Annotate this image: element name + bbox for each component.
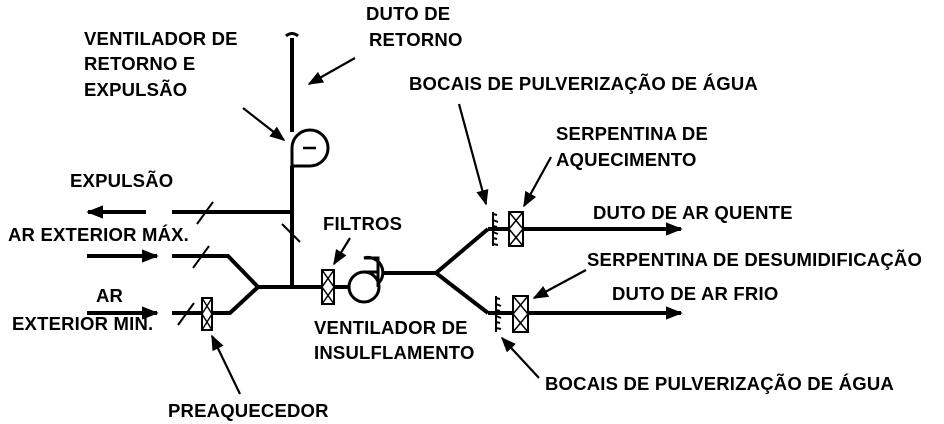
cold-deck-branch	[434, 271, 490, 315]
label-ventilador-retorno-3: EXPULSÃO	[84, 79, 187, 100]
damper-return	[281, 223, 301, 243]
heating-coil-icon	[508, 211, 524, 247]
label-bocais-bottom: BOCAIS DE PULVERIZAÇÃO DE ÁGUA	[545, 373, 894, 394]
label-ventilador-retorno-1: VENTILADOR DE	[84, 28, 238, 49]
label-ventilador-insuflamento-1: VENTILADOR DE	[314, 317, 468, 338]
leader-serpentina-desumid	[532, 269, 587, 299]
return-duct-top-cap	[285, 32, 299, 38]
label-preaquecedor: PREAQUECEDOR	[168, 400, 329, 421]
damper-outside-max	[192, 245, 210, 269]
label-duto-retorno-1: DUTO DE	[366, 3, 450, 24]
dampers	[177, 201, 301, 326]
label-ar-min-2: EXTERIOR MIN.	[12, 313, 153, 334]
leader-ventilador-retorno	[242, 107, 286, 141]
leader-bocais-bottom	[500, 336, 540, 379]
cooling-coil-icon	[512, 295, 529, 333]
leader-bocais-top	[457, 103, 489, 206]
label-ventilador-insuflamento-2: INSULFLAMENTO	[314, 342, 475, 363]
outside-air-min-duct	[172, 285, 260, 315]
hot-deck-branch	[434, 227, 490, 275]
damper-exhaust	[196, 201, 214, 225]
label-filtros: FILTROS	[323, 213, 402, 234]
return-fan-icon	[290, 128, 330, 168]
leader-preaquecedor	[211, 334, 241, 395]
label-expulsao: EXPULSÃO	[70, 170, 173, 191]
leader-duto-retorno	[307, 57, 356, 85]
label-duto-retorno-2: RETORNO	[369, 29, 463, 50]
duct-lines	[86, 32, 683, 320]
label-bocais-top: BOCAIS DE PULVERIZAÇÃO DE ÁGUA	[409, 73, 758, 94]
leader-serpentina-aquecimento	[523, 156, 552, 208]
spray-nozzle-cold-icon	[495, 296, 502, 332]
label-serpentina-aquecimento-2: AQUECIMENTO	[556, 149, 697, 170]
label-ar-exterior-max: AR EXTERIOR MÁX.	[8, 224, 189, 245]
filter-icon	[321, 269, 335, 305]
spray-nozzle-hot-icon	[492, 212, 499, 246]
label-duto-ar-quente: DUTO DE AR QUENTE	[593, 202, 793, 223]
damper-outside-min	[177, 302, 195, 326]
label-serpentina-desumidificacao: SERPENTINA DE DESUMIDIFICAÇÃO	[587, 249, 922, 270]
preheater-coil-icon	[201, 297, 213, 331]
labels: DUTO DE RETORNO VENTILADOR DE RETORNO E …	[8, 3, 922, 421]
supply-fan-icon	[347, 256, 385, 304]
label-duto-ar-frio: DUTO DE AR FRIO	[612, 283, 778, 304]
label-serpentina-aquecimento-1: SERPENTINA DE	[556, 123, 708, 144]
outside-air-max-duct	[172, 254, 260, 289]
label-ventilador-retorno-2: RETORNO E	[84, 53, 195, 74]
leader-arrows	[211, 57, 587, 395]
leader-filtros	[333, 237, 351, 266]
label-ar-min-1: AR	[96, 285, 123, 306]
